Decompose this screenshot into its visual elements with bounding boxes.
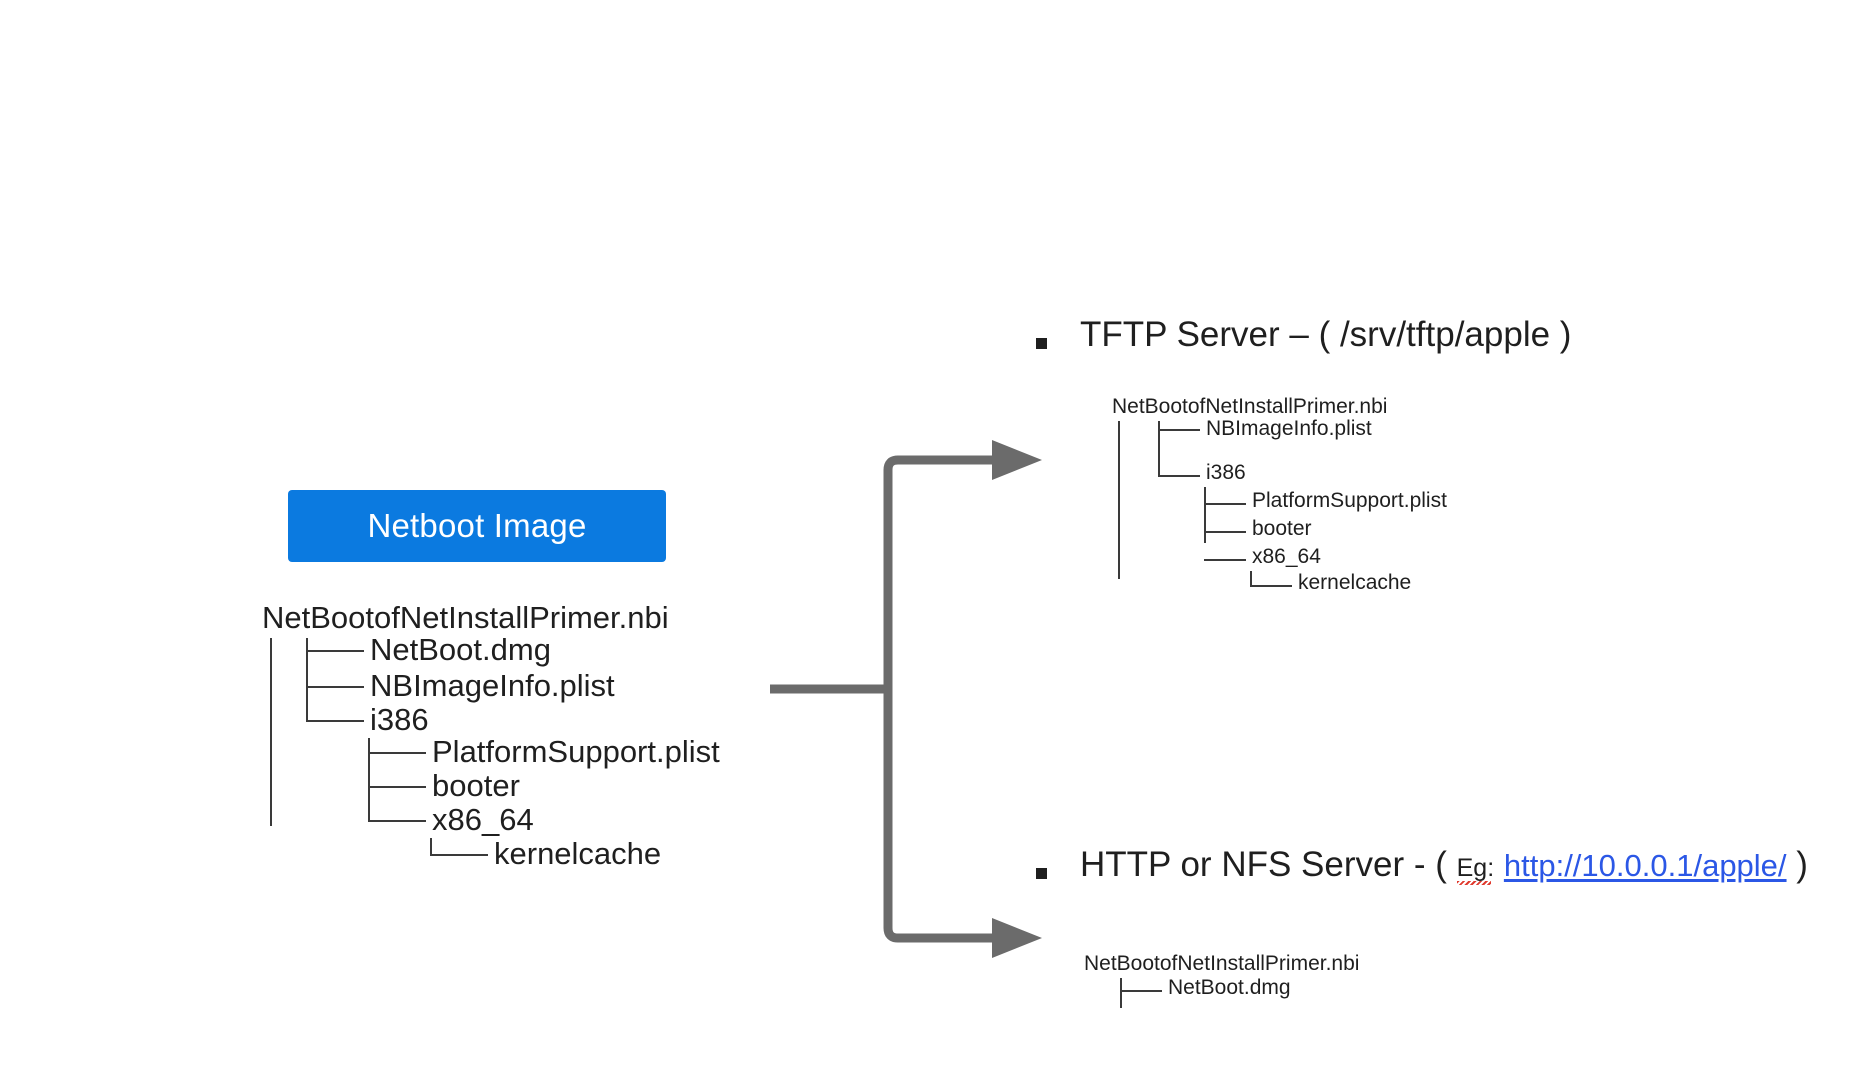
square-bullet-icon-http-nfs bbox=[1036, 868, 1047, 879]
tree-connector-line bbox=[1158, 429, 1200, 431]
tree-connector-line bbox=[1158, 475, 1200, 477]
tftp-server-heading: TFTP Server – ( /srv/tftp/apple ) bbox=[1080, 315, 1572, 354]
tree-branch-spine-depth2 bbox=[368, 738, 370, 822]
eg-label-misspelled: Eg: bbox=[1456, 854, 1495, 882]
tree-node-i386: i386 bbox=[1206, 461, 1246, 484]
square-bullet-icon-tftp bbox=[1036, 338, 1047, 349]
tree-node-kernelcache: kernelcache bbox=[494, 836, 662, 871]
arrowhead-http-nfs bbox=[992, 918, 1042, 958]
netboot-image-box[interactable]: Netboot Image bbox=[288, 490, 666, 562]
tree-node-root: NetBootofNetInstallPrimer.nbi bbox=[1112, 395, 1388, 418]
tree-node-root: NetBootofNetInstallPrimer.nbi bbox=[1084, 952, 1360, 975]
connector-svg bbox=[770, 440, 1042, 958]
netboot-image-label: Netboot Image bbox=[367, 507, 587, 544]
tree-node-nbimageinfo-plist: NBImageInfo.plist bbox=[1206, 417, 1372, 440]
http-nfs-server-heading: HTTP or NFS Server - ( Eg: http://10.0.0… bbox=[1080, 845, 1808, 885]
tree-connector-line bbox=[1204, 531, 1246, 533]
tree-node-x86-64: x86_64 bbox=[432, 802, 534, 837]
tree-node-x86-64: x86_64 bbox=[1252, 545, 1321, 568]
tree-connector-line bbox=[1250, 585, 1292, 587]
tree-connector-line bbox=[1120, 990, 1162, 992]
tree-node-booter: booter bbox=[432, 768, 520, 803]
tree-connector-line bbox=[430, 854, 488, 856]
source-file-tree: NetBootofNetInstallPrimer.nbi NetBoot.dm… bbox=[262, 600, 782, 871]
tree-trunk-line bbox=[1118, 421, 1120, 579]
tree-connector-line bbox=[1204, 503, 1246, 505]
tree-connector-line bbox=[306, 686, 364, 688]
tree-branch-spine-depth3 bbox=[1250, 571, 1252, 587]
tree-connector-line bbox=[306, 720, 364, 722]
tree-branch-spine-depth1 bbox=[306, 638, 308, 720]
example-url-link[interactable]: http://10.0.0.1/apple/ bbox=[1503, 848, 1787, 883]
http-nfs-file-tree: NetBootofNetInstallPrimer.nbi NetBoot.dm… bbox=[1084, 952, 1444, 1032]
tree-connector-line bbox=[368, 786, 426, 788]
tree-branch-spine-depth1 bbox=[1120, 978, 1122, 1008]
tree-node-root: NetBootofNetInstallPrimer.nbi bbox=[262, 600, 669, 635]
tree-connector-line bbox=[368, 820, 426, 822]
tree-node-platformsupport-plist: PlatformSupport.plist bbox=[1252, 489, 1447, 512]
tree-connector-line bbox=[368, 752, 426, 754]
http-nfs-heading-suffix: ) bbox=[1786, 845, 1808, 884]
tree-node-kernelcache: kernelcache bbox=[1298, 571, 1412, 594]
tree-trunk-line bbox=[270, 638, 272, 826]
tree-node-platformsupport-plist: PlatformSupport.plist bbox=[432, 734, 720, 769]
tree-connector-line bbox=[306, 650, 364, 652]
tree-node-netboot-dmg: NetBoot.dmg bbox=[1168, 976, 1291, 999]
tree-branch-spine-depth1 bbox=[1158, 421, 1160, 475]
tree-node-i386: i386 bbox=[370, 702, 429, 737]
fork-arrow-connector bbox=[770, 430, 1080, 970]
tree-branch-spine-depth2 bbox=[1204, 487, 1206, 543]
tree-node-booter: booter bbox=[1252, 517, 1312, 540]
tree-connector-line bbox=[1204, 559, 1246, 561]
arrowhead-tftp bbox=[992, 440, 1042, 480]
tree-node-netboot-dmg: NetBoot.dmg bbox=[370, 632, 551, 667]
tree-node-nbimageinfo-plist: NBImageInfo.plist bbox=[370, 668, 615, 703]
tree-branch-spine-depth3 bbox=[430, 838, 432, 856]
tftp-file-tree: NetBootofNetInstallPrimer.nbi NBImageInf… bbox=[1112, 395, 1532, 595]
http-nfs-heading-prefix: HTTP or NFS Server - ( bbox=[1080, 845, 1457, 884]
